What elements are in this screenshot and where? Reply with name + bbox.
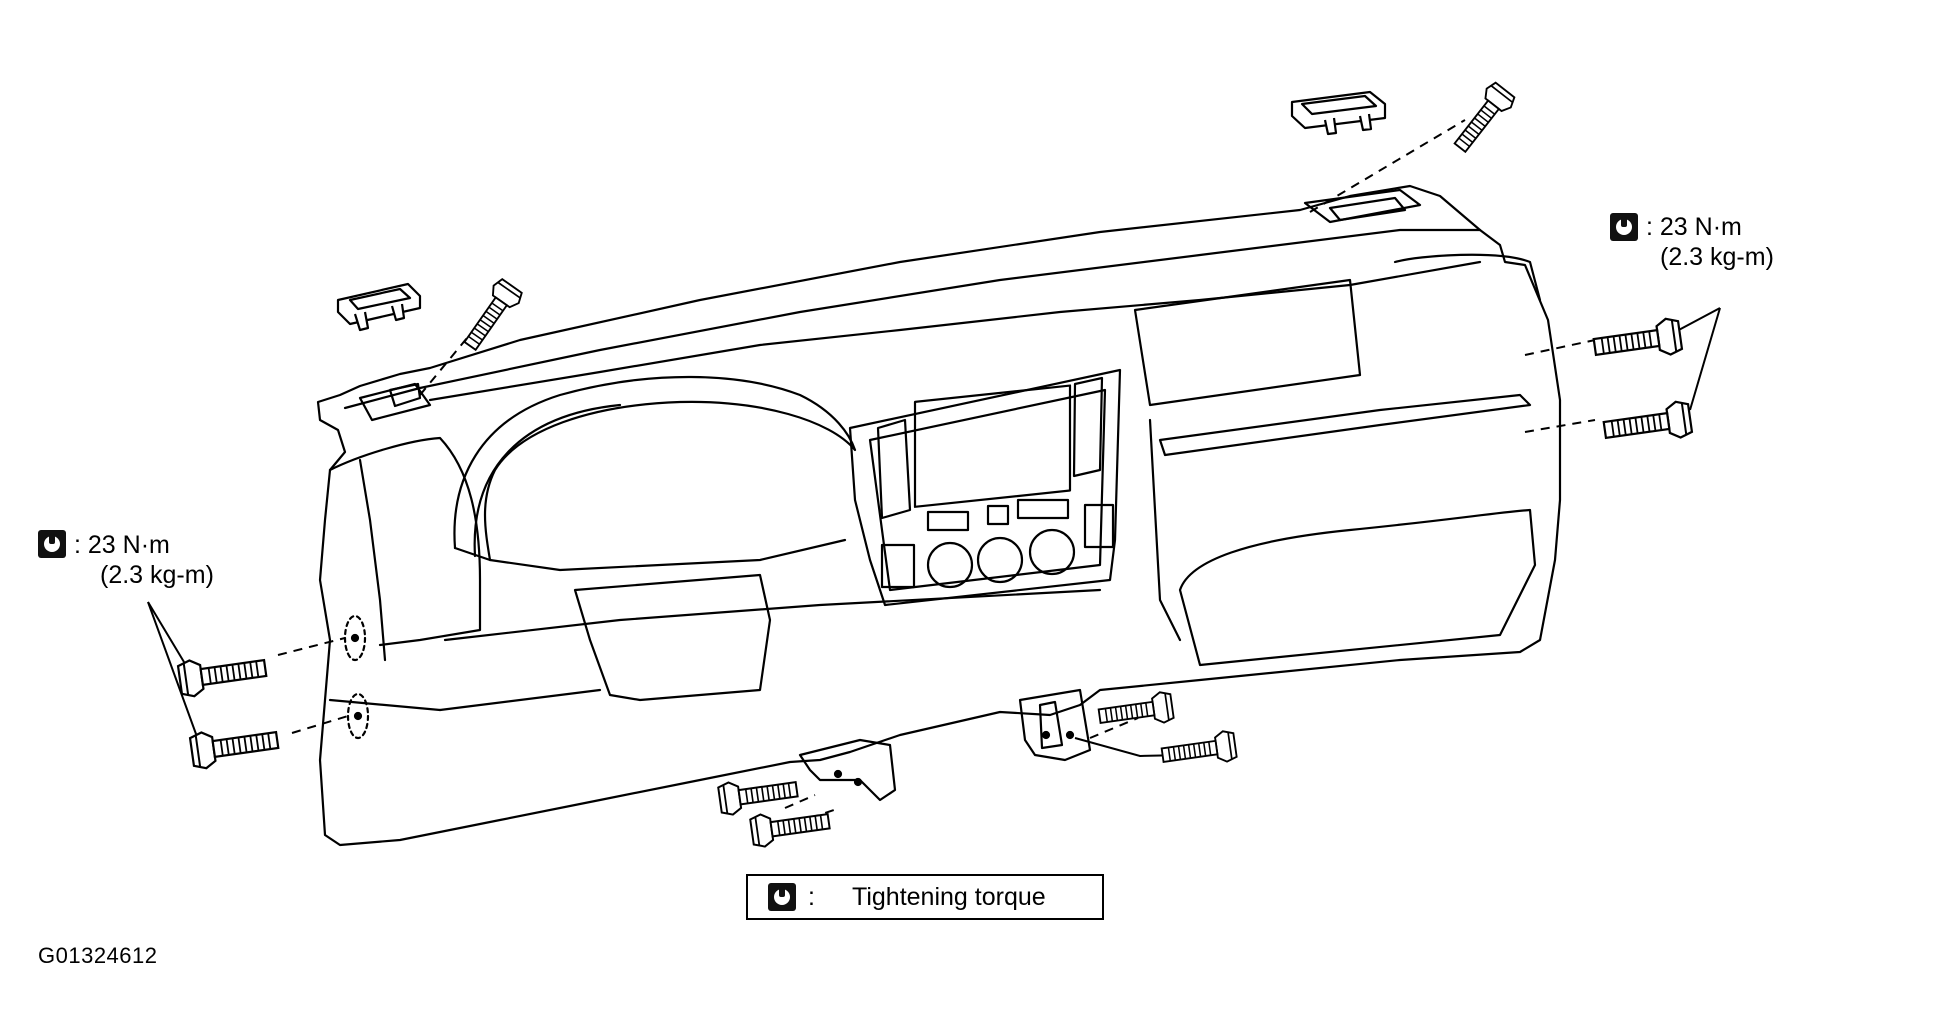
passenger-upper-panel (1133, 278, 1362, 407)
center-vent-left (876, 418, 912, 520)
center-vent-right (1072, 376, 1104, 478)
defroster-cover-right (1290, 90, 1387, 136)
radio-display (913, 384, 1072, 508)
bolt-right-lower (1601, 399, 1694, 449)
steering-column-opening (573, 573, 772, 702)
glove-box (1178, 508, 1537, 667)
bolt-right-upper (1591, 316, 1684, 366)
bolt-bottom-right-lower (1159, 728, 1239, 772)
bolt-top-right (1447, 79, 1518, 158)
climate-knob-right (1028, 528, 1076, 576)
figure-id: G01324612 (38, 943, 158, 968)
torque-wrench-icon (768, 883, 796, 911)
center-lower-bracket (798, 738, 897, 802)
center-cluster-bezel (848, 368, 1122, 607)
legend-box: : Tightening torque (746, 874, 1104, 920)
climate-knob-left (926, 541, 974, 589)
torque-callout-right-alt: (2.3 kg-m) (1660, 243, 1774, 271)
defroster-cover-left (336, 282, 422, 332)
torque-callout-left-value: : 23 N·m (74, 531, 170, 559)
torque-callout-left-alt: (2.3 kg-m) (100, 561, 214, 589)
right-defroster-opening (1303, 188, 1422, 224)
bolt-bottom-center-lower (748, 804, 832, 850)
bolt-bottom-right-upper (1096, 689, 1176, 733)
instrument-panel-outline (316, 184, 1562, 847)
bolt-left-lower (188, 721, 281, 771)
climate-knob-center (976, 536, 1024, 584)
right-lower-bracket (1018, 688, 1092, 762)
torque-wrench-icon (38, 530, 66, 558)
legend-colon: : (808, 883, 815, 911)
bolt-left-upper (176, 649, 269, 699)
torque-callout-right-value: : 23 N·m (1646, 213, 1742, 241)
torque-wrench-icon (1610, 213, 1638, 241)
legend-text: Tightening torque (852, 883, 1046, 911)
bolt-top-left (456, 276, 526, 356)
bolt-bottom-center-upper (716, 772, 800, 818)
meter-hood (453, 375, 857, 562)
